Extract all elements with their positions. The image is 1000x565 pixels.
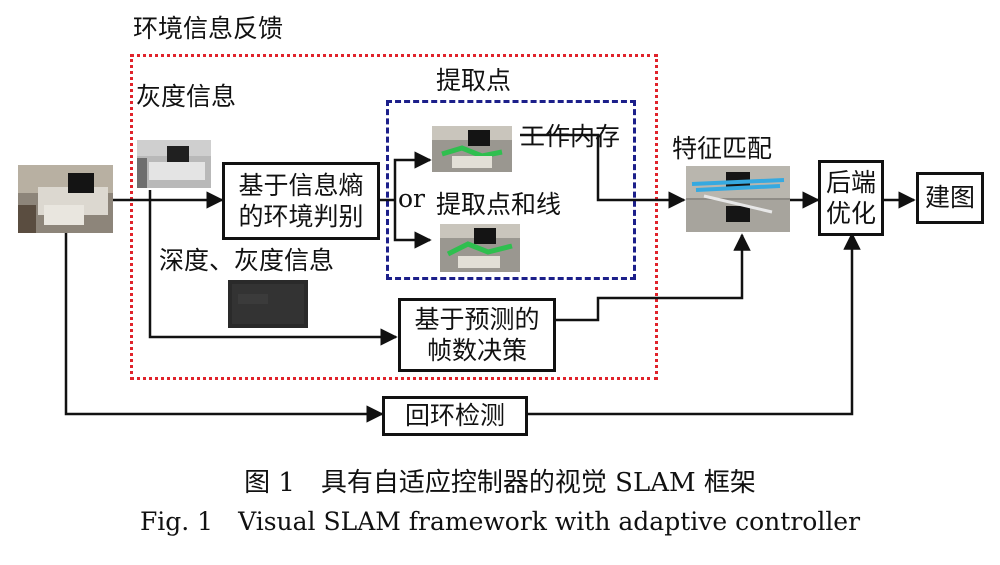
extract-points-region bbox=[386, 100, 636, 280]
predict-box-line2: 帧数决策 bbox=[426, 336, 527, 365]
gray-info-image bbox=[137, 140, 211, 188]
entropy-decision-box: 基于信息熵 的环境判别 bbox=[222, 162, 380, 240]
depth-gray-info-label: 深度、灰度信息 bbox=[159, 246, 335, 275]
extract-points-label: 提取点 bbox=[436, 66, 512, 95]
backend-optimization-box: 后端 优化 bbox=[818, 160, 884, 236]
edge-input-to-loop bbox=[64, 232, 384, 423]
entropy-box-line2: 的环境判别 bbox=[238, 202, 364, 231]
edge-memory-to-matching bbox=[520, 133, 686, 209]
loop-detection-box: 回环检测 bbox=[382, 396, 528, 436]
extract-image-top bbox=[432, 126, 512, 172]
predict-box-line1: 基于预测的 bbox=[414, 304, 540, 334]
edge-gray-to-predict bbox=[148, 190, 398, 346]
extract-points-lines-label: 提取点和线 bbox=[436, 190, 562, 219]
backend-box-line1: 后端 bbox=[825, 167, 876, 197]
extract-image-bottom bbox=[440, 224, 520, 272]
env-feedback-region bbox=[130, 54, 658, 380]
figure-caption-zh: 图 1 具有自适应控制器的视觉 SLAM 框架 bbox=[244, 468, 756, 498]
edge-fork-down bbox=[393, 200, 432, 249]
feature-matching-image bbox=[686, 166, 790, 232]
or-label: or bbox=[398, 184, 426, 213]
predict-frame-box: 基于预测的 帧数决策 bbox=[398, 298, 556, 372]
depth-image bbox=[228, 280, 308, 328]
gray-info-label: 灰度信息 bbox=[136, 82, 237, 111]
edge-predict-to-matching bbox=[556, 233, 751, 322]
mapping-box-label: 建图 bbox=[924, 183, 975, 213]
feature-matching-label: 特征匹配 bbox=[672, 134, 773, 163]
entropy-box-line1: 基于信息熵 bbox=[238, 170, 364, 200]
mapping-box: 建图 bbox=[916, 172, 984, 224]
env-feedback-label: 环境信息反馈 bbox=[133, 14, 284, 43]
input-image bbox=[18, 165, 113, 233]
working-memory-label: 工作内存 bbox=[520, 122, 621, 151]
figure-caption-en: Fig. 1 Visual SLAM framework with adapti… bbox=[139, 507, 861, 536]
loop-detection-label: 回环检测 bbox=[404, 401, 505, 431]
edge-fork-up bbox=[393, 151, 432, 200]
edge-loop-to-backend bbox=[528, 232, 861, 416]
backend-box-line2: 优化 bbox=[825, 199, 876, 228]
